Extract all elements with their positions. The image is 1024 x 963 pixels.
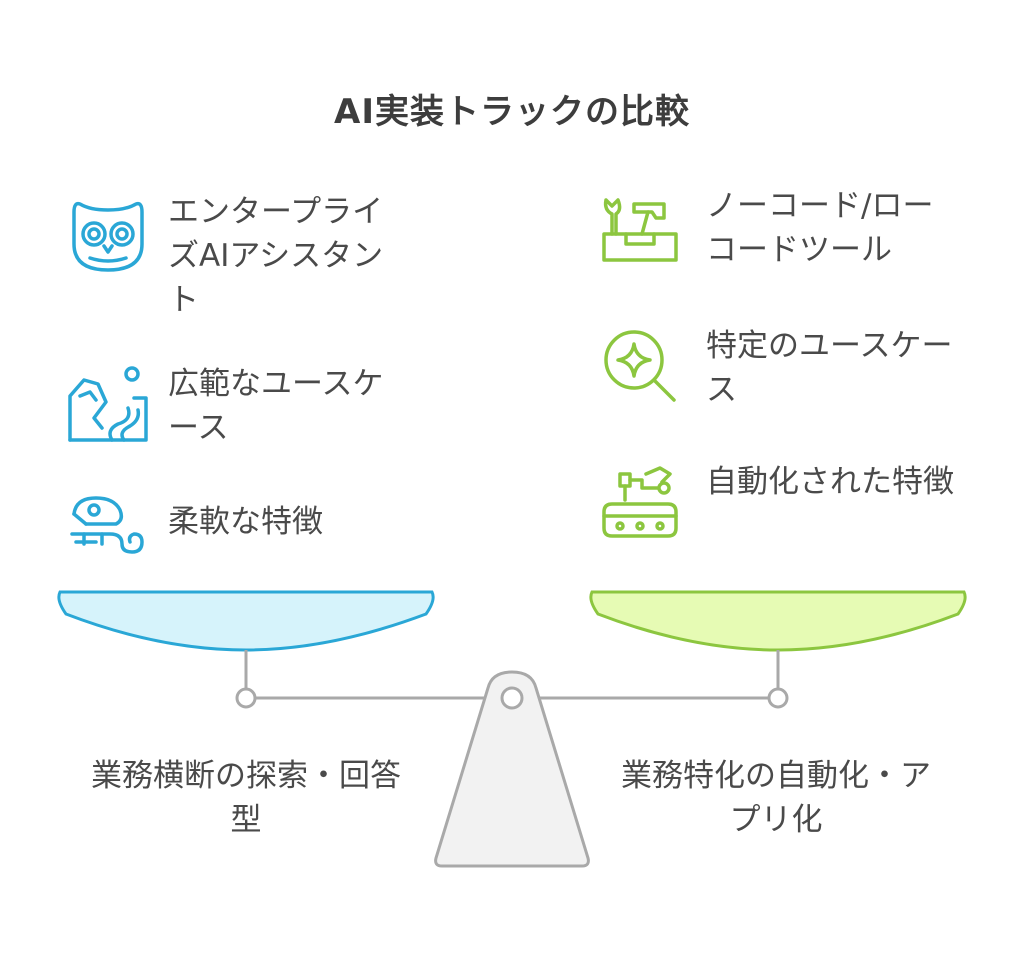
pivot-joint [500, 686, 524, 710]
right-joint [767, 687, 789, 709]
left-item-1: エンタープライズAIアシスタント [66, 190, 408, 322]
left-item-label: 柔軟な特徴 [168, 504, 323, 540]
left-pan [57, 590, 435, 652]
owl-icon [66, 190, 150, 274]
left-item-3: 柔軟な特徴 [66, 480, 408, 564]
chameleon-icon [66, 480, 150, 564]
scale-base [434, 670, 590, 868]
right-pan [589, 590, 967, 652]
left-item-2: 広範なユースケース [66, 362, 408, 450]
left-joint [235, 687, 257, 709]
toolbox-icon [598, 184, 682, 268]
right-item-label: 特定のユースケース [706, 328, 953, 408]
right-item-2: 特定のユースケース [598, 324, 956, 412]
right-item-label: 自動化された特徴 [706, 464, 954, 500]
landscape-icon [66, 362, 150, 446]
right-item-label: ノーコード/ローコードツール [706, 188, 934, 268]
right-item-1: ノーコード/ローコードツール [598, 184, 956, 272]
left-item-label: 広範なユースケース [168, 366, 384, 446]
left-footer-label: 業務横断の探索・回答型 [91, 758, 401, 838]
right-item-3: 自動化された特徴 [598, 460, 956, 544]
right-footer-label: 業務特化の自動化・アプリ化 [621, 758, 931, 838]
robot-arm-icon [598, 460, 682, 544]
left-item-label: エンタープライズAIアシスタント [168, 194, 384, 318]
page-title: AI実装トラックの比較 [334, 92, 690, 132]
magnifier-icon [598, 324, 682, 408]
